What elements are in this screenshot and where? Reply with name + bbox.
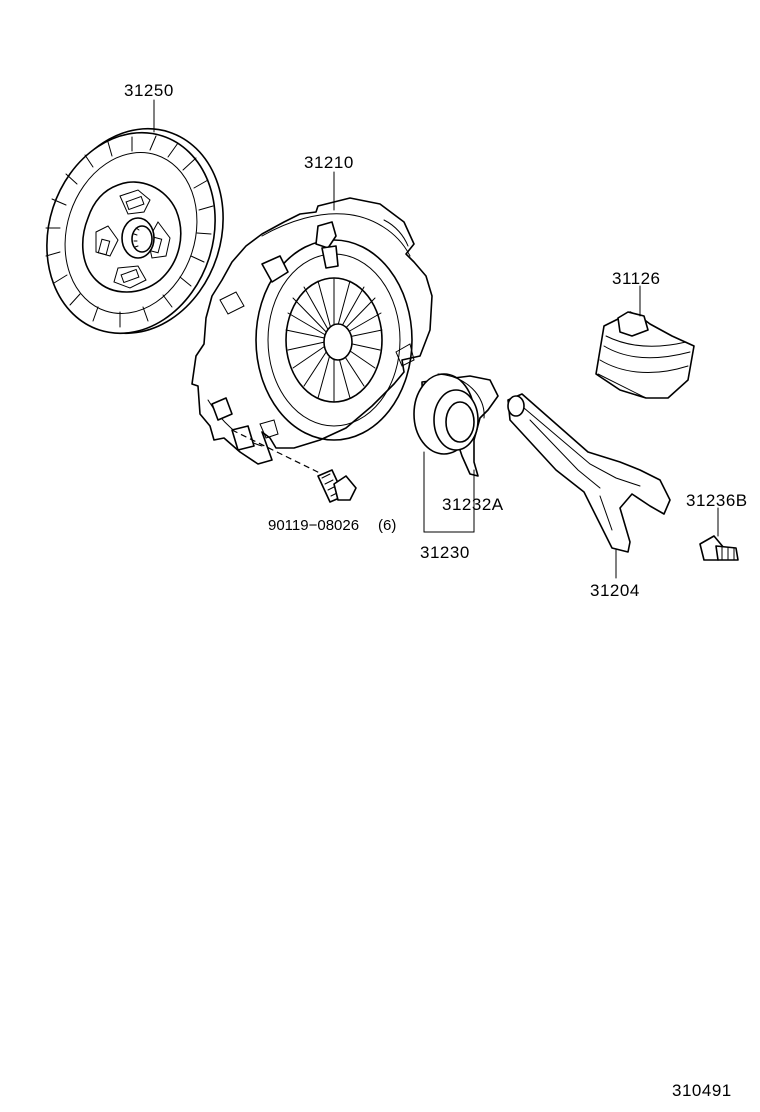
release-bearing-31230 xyxy=(413,373,499,477)
boot-31126 xyxy=(595,311,695,399)
friction-grooves xyxy=(45,135,214,328)
label-90119-08026: 90119−08026 xyxy=(268,517,359,534)
bolt-90119-08026 xyxy=(317,469,357,503)
bolt-alignment-line xyxy=(231,429,331,479)
pivot-bolt-31236B xyxy=(699,535,739,561)
label-31210: 31210 xyxy=(304,153,354,172)
clutch-disc-31250 xyxy=(45,127,224,335)
pressure-plate-31210 xyxy=(191,197,433,465)
label-31250: 31250 xyxy=(124,81,174,100)
label-31126: 31126 xyxy=(612,269,661,288)
label-31232A: 31232A xyxy=(442,495,504,514)
label-31204: 31204 xyxy=(590,581,640,600)
label-31230: 31230 xyxy=(420,543,470,562)
bracket-31230 xyxy=(423,451,475,533)
label-31236B: 31236B xyxy=(686,491,748,510)
release-fork-31204 xyxy=(507,393,671,553)
figure-number: 310491 xyxy=(672,1081,732,1100)
label-bolt-qty: (6) xyxy=(378,517,396,534)
